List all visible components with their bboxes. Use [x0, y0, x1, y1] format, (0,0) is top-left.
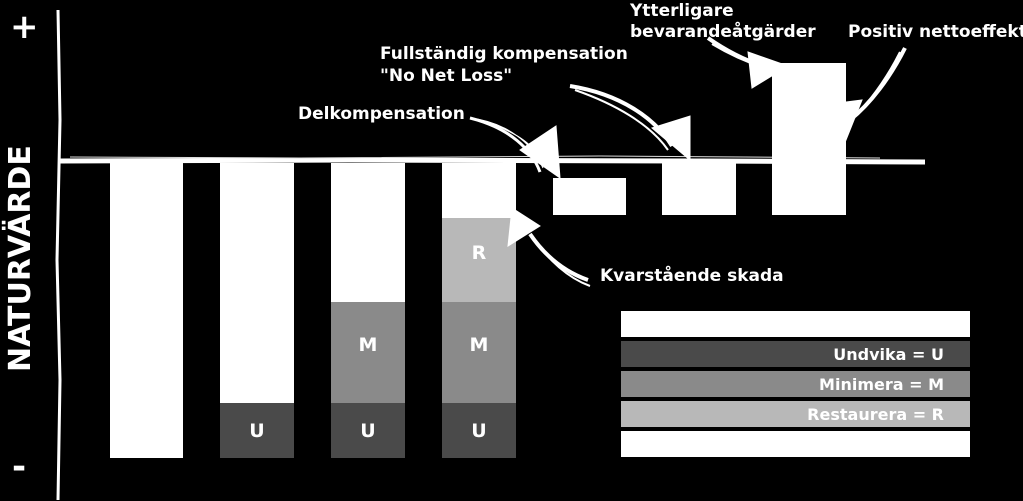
- legend-swatch-undvika: [621, 341, 970, 367]
- annotation-kvarstaende-skada: Kvarstående skada: [600, 264, 784, 286]
- bar-3-minimera-label: M: [359, 334, 378, 356]
- legend-swatch-top-white: [621, 311, 970, 337]
- axis-minus-sign: -: [12, 447, 26, 487]
- axis-title: NATURVÄRDE: [2, 145, 38, 372]
- block-fullstandig-kompensation: [662, 163, 736, 215]
- legend-label-minimera: Minimera = M: [819, 375, 944, 394]
- block-positiv-nettoeffekt: [772, 63, 846, 215]
- annotation-positiv-nettoeffekt: Positiv nettoeffekt: [848, 22, 1023, 42]
- axis-plus-sign: +: [10, 7, 39, 47]
- bar-3-undvika: [331, 403, 405, 458]
- bar-4-undvika-label: U: [471, 420, 486, 442]
- annotation-delkompensation: Delkompensation: [298, 104, 465, 124]
- bar-impact-white: [110, 163, 183, 458]
- bar-4-minimera-label: M: [470, 334, 489, 356]
- bar-4-white: [442, 163, 516, 218]
- block-delkompensation: [553, 178, 626, 215]
- bar-4-minimera: [442, 302, 516, 403]
- baseline-brush: [69, 155, 881, 159]
- bar-3-minimera: [331, 302, 405, 403]
- bar-2-undvika-label: U: [249, 420, 264, 442]
- arrow-kvarstaende: [507, 207, 591, 287]
- bar-3-white: [331, 163, 405, 302]
- legend-swatch-bottom-white: [621, 431, 970, 457]
- bar-2-white: [220, 163, 294, 403]
- legend-swatch-restaurera: [621, 401, 970, 427]
- legend-swatch-minimera: [621, 371, 970, 397]
- arrow-ytterligare: [706, 36, 790, 89]
- bar-2-undvika: [220, 403, 294, 458]
- legend-label-restaurera: Restaurera = R: [807, 405, 944, 424]
- annotation-ytterligare-line1: Ytterligare: [629, 1, 734, 21]
- bar-4-restaurera-label: R: [472, 242, 487, 264]
- annotation-fullstandig-line2: "No Net Loss": [380, 66, 512, 86]
- bar-4-undvika: [442, 403, 516, 458]
- bar-3-undvika-label: U: [360, 420, 375, 442]
- arrow-positiv: [829, 47, 907, 142]
- arrow-fullstandig: [569, 84, 691, 162]
- bar-4-restaurera: [442, 218, 516, 302]
- arrow-delkompensation: [469, 116, 561, 180]
- vertical-axis-line: [55, 9, 62, 501]
- annotation-ytterligare-line2: bevarandeåtgärder: [630, 20, 816, 42]
- legend-label-undvika: Undvika = U: [833, 345, 944, 364]
- annotation-fullstandig-line1: Fullständig kompensation: [380, 44, 628, 64]
